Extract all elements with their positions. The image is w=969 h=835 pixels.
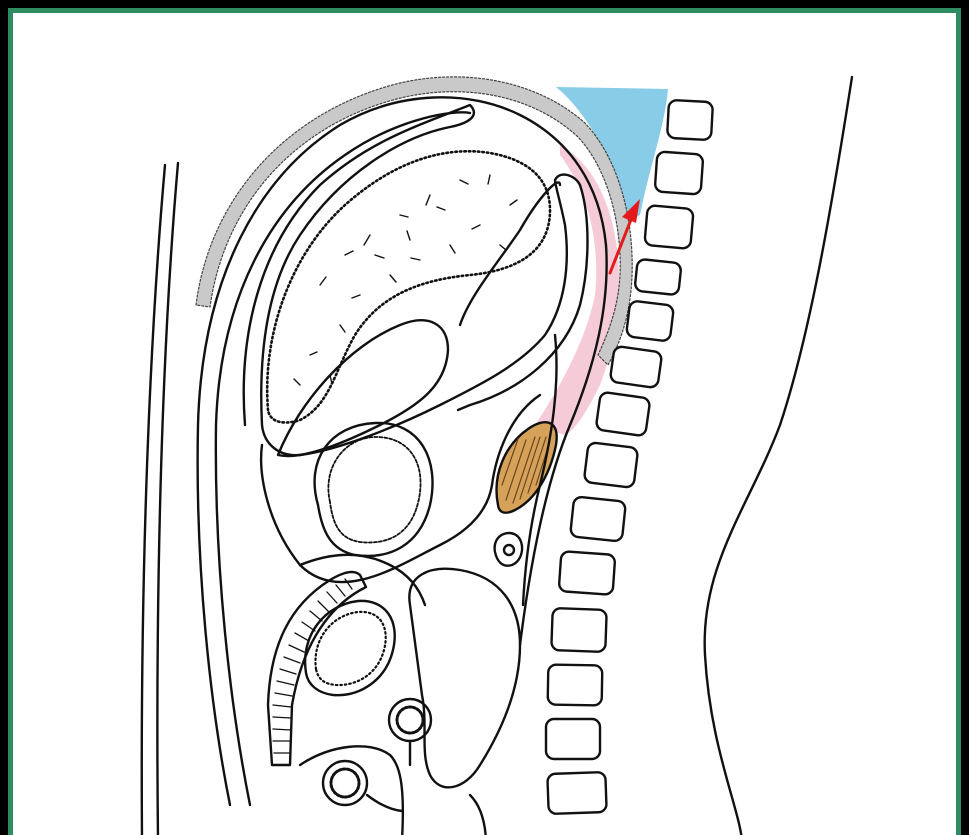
pelvic-line-left	[300, 746, 403, 835]
vertebra	[610, 346, 663, 388]
bladder-ring-inner	[331, 769, 359, 797]
bladder-stalk	[367, 795, 402, 811]
vertebra	[596, 392, 651, 437]
abdominal-wall-inner-line	[157, 163, 178, 835]
small-vessel	[495, 533, 523, 566]
vertebra	[667, 100, 713, 140]
anatomy-diagram	[13, 13, 961, 835]
vertebra	[551, 608, 606, 652]
small-bowel-oval	[305, 601, 395, 695]
small-bowel-oval-inner	[315, 612, 385, 685]
small-vessel-lumen	[504, 545, 514, 555]
abdominal-wall-outer-line	[142, 165, 165, 835]
transverse-colon	[315, 423, 433, 556]
vertebra	[547, 772, 606, 814]
vertebra	[626, 300, 674, 341]
pelvic-line-right	[470, 795, 486, 835]
transverse-colon-haustra	[328, 437, 420, 543]
stomach	[267, 151, 550, 422]
vertebra	[634, 259, 681, 295]
vertebra	[548, 665, 603, 706]
vertebra	[644, 205, 693, 249]
vertebra	[584, 442, 639, 488]
back-outline	[705, 77, 852, 835]
vertebra	[559, 551, 616, 595]
rectum-ring-inner	[397, 707, 423, 733]
figure-panel	[8, 8, 961, 835]
pelvic-compartment-large	[409, 569, 520, 788]
vertebra	[546, 719, 600, 759]
vertebra	[655, 151, 704, 194]
vertebra	[570, 496, 626, 541]
